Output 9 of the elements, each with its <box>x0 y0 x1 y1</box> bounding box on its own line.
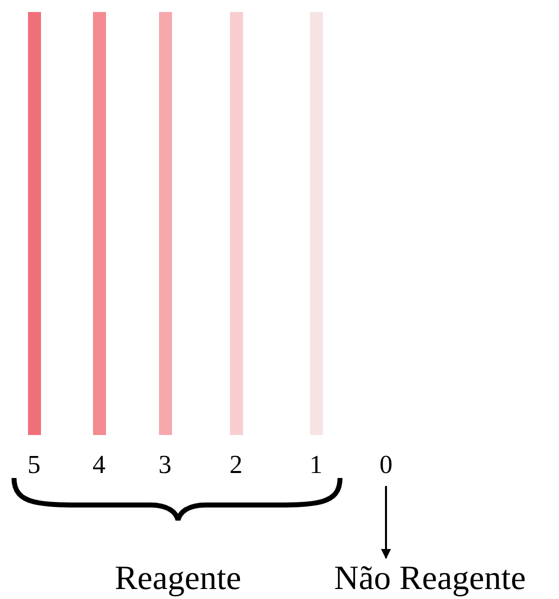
band-number: 5 <box>28 452 40 478</box>
band-number: 4 <box>92 452 106 478</box>
arrow <box>381 486 391 559</box>
band-number: 3 <box>158 452 172 478</box>
band-number: 1 <box>310 452 322 478</box>
band-number: 2 <box>230 452 242 478</box>
result-label: Não Reagente <box>334 562 526 596</box>
group-label: Reagente <box>114 562 242 596</box>
band-number: 0 <box>380 452 392 478</box>
